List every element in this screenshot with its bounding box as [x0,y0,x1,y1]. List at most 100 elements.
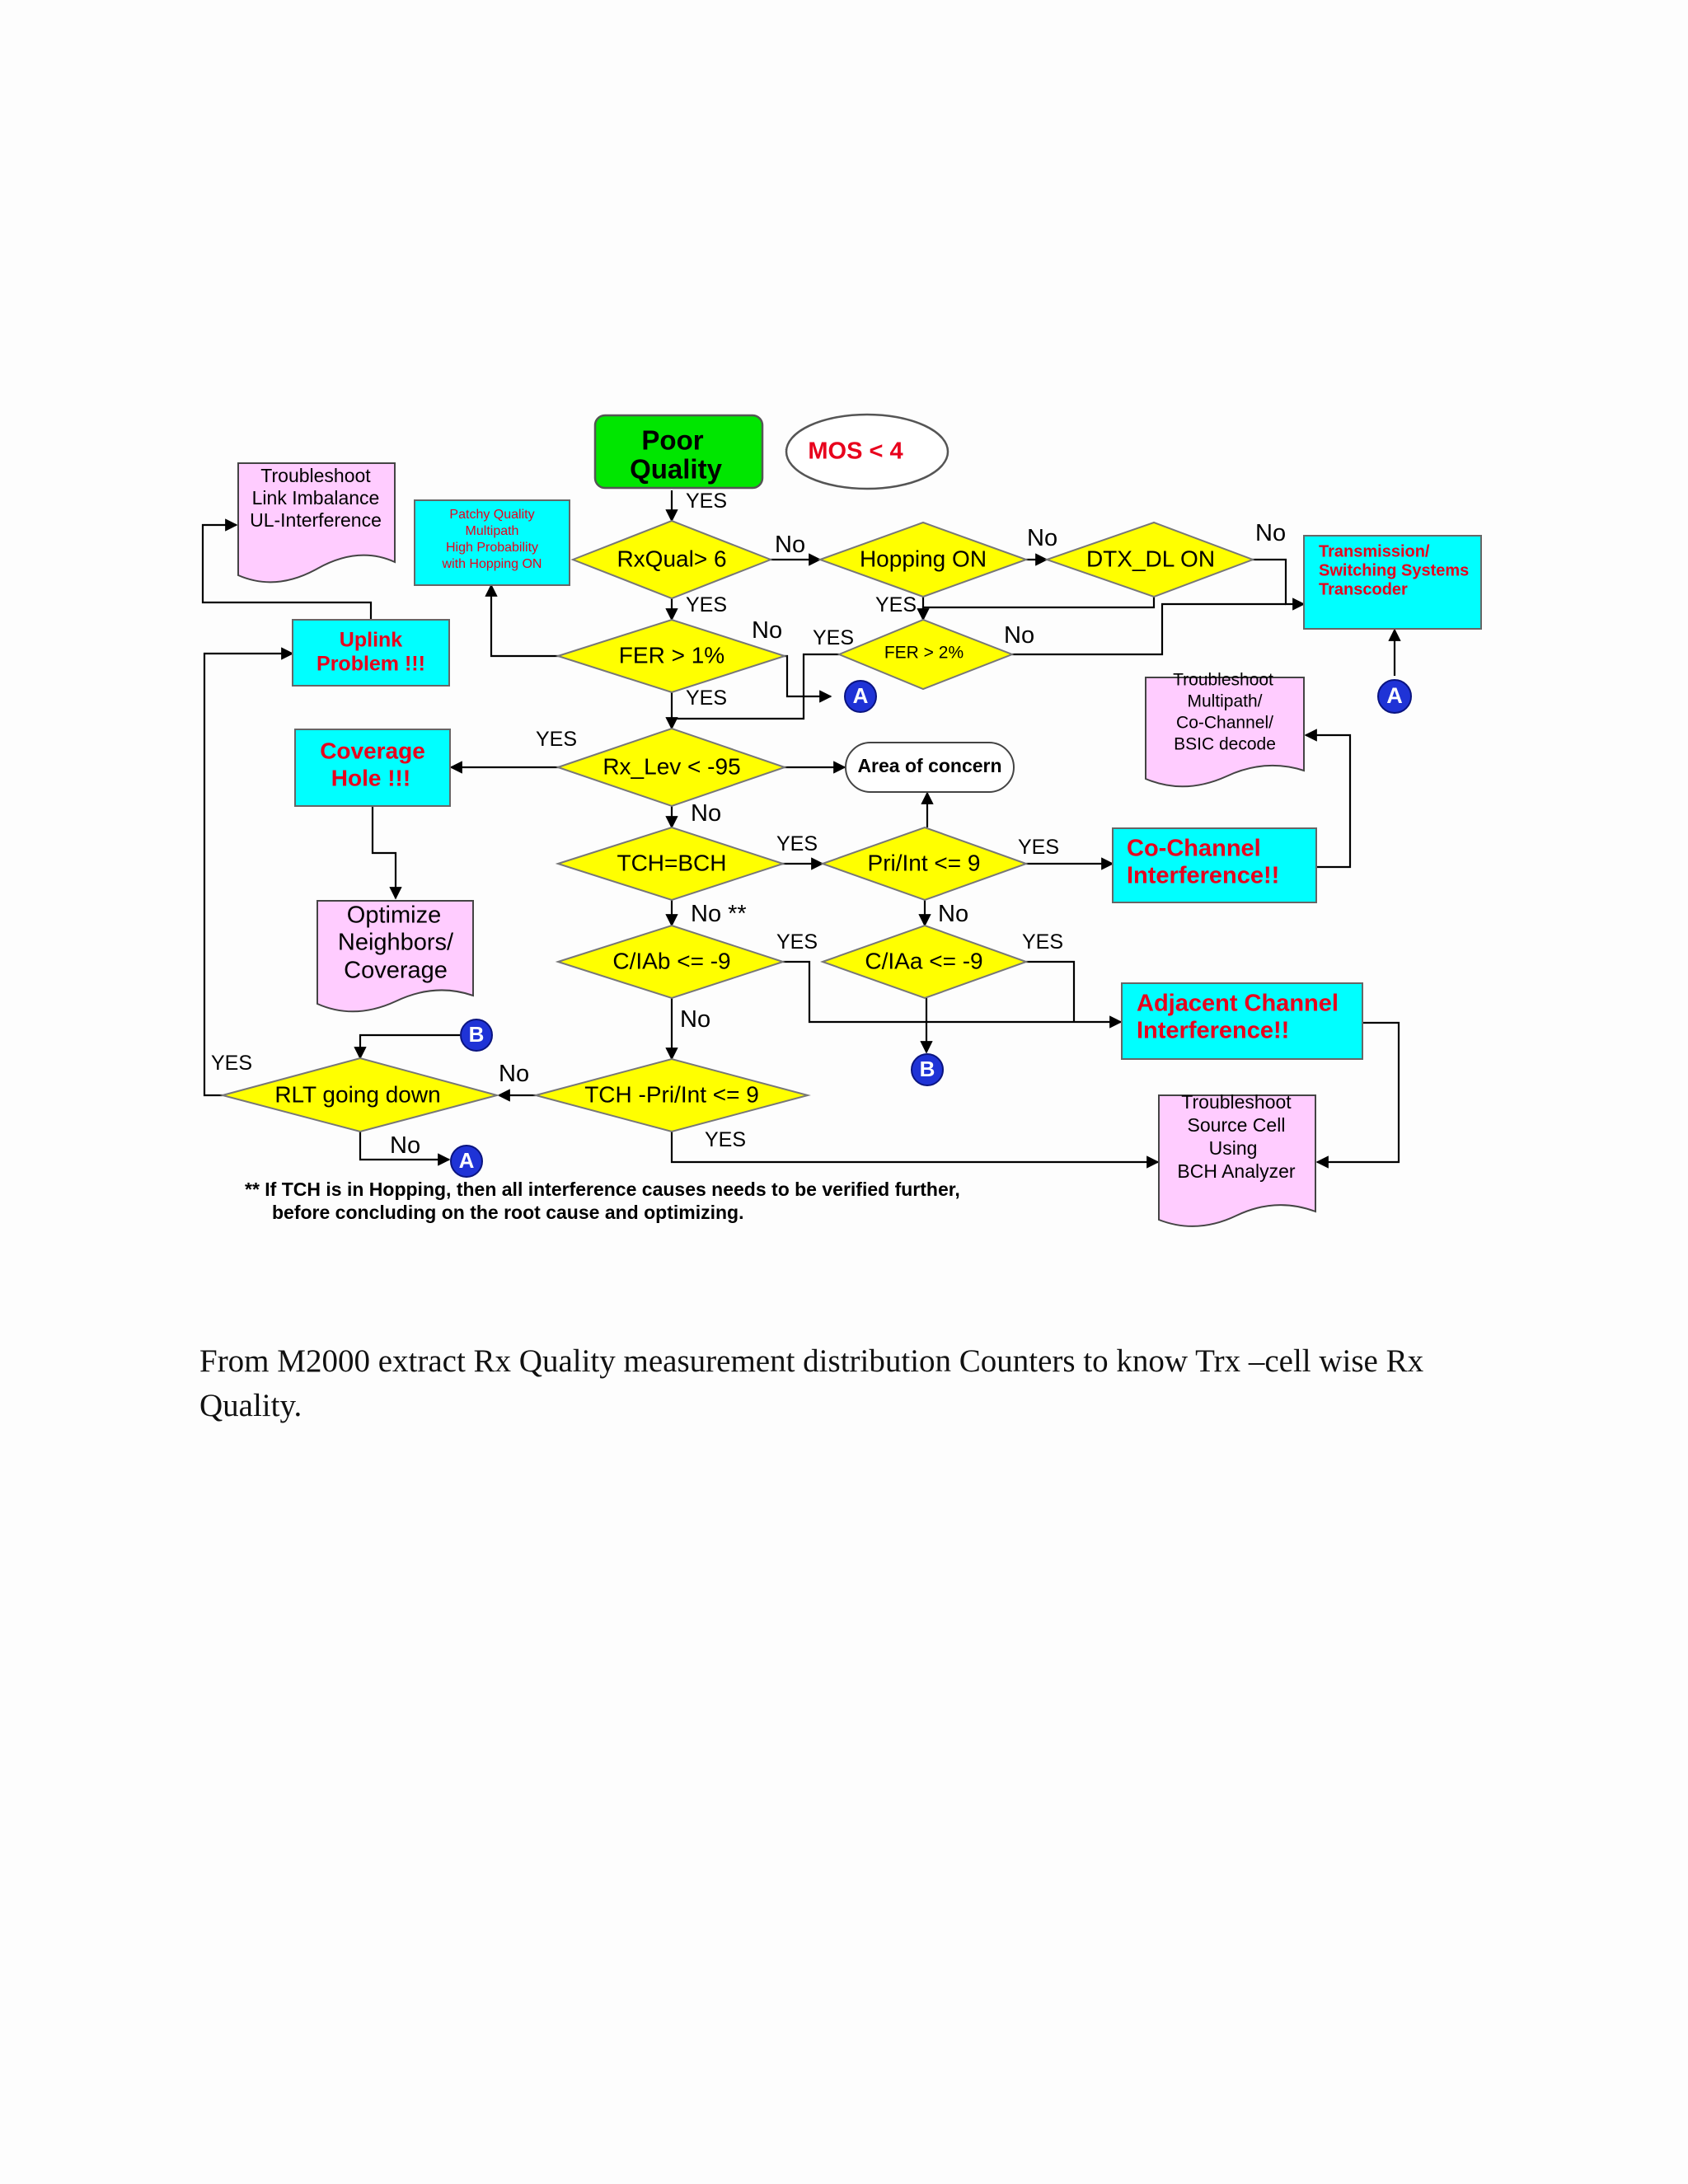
decision-fer-1: FER > 1% [555,618,788,694]
label-no-rxqual: No [775,532,805,558]
edge-rlt-to-connector-a [359,1132,451,1166]
label-yes-hopping: YES [875,593,917,616]
uplink-line-2: Problem !!! [316,653,425,676]
doc-optimize-neighbors: Optimize Neighbors/ Coverage [316,900,474,1013]
multipath-line-1: Troubleshoot [1173,671,1273,690]
label-yes-pri-int: YES [1018,836,1059,859]
edge-fer1-to-patchy [485,583,574,658]
label-no-star-tch-bch: No ** [691,901,747,927]
label-yes-poor: YES [686,490,727,513]
multipath-line-4: BSIC decode [1174,735,1276,754]
patchy-line-4: with Hopping ON [442,557,542,571]
connector-b-ciaa: B [911,1053,944,1086]
label-yes-fer2: YES [813,626,854,649]
connector-lines [201,490,1401,1169]
transmission-line-3: Transcoder [1319,580,1408,598]
label-yes-rlt: YES [211,1052,252,1075]
link-imbalance-line-3: UL-Interference [250,509,382,531]
mos-label: MOS < 4 [808,438,903,465]
edge-dtx-to-transmission [1251,558,1306,611]
uplink-line-1: Uplink [340,629,402,652]
box-patchy-quality: Patchy Quality Multipath High Probabilit… [414,499,570,586]
transmission-line-1: Transmission/ [1319,542,1430,560]
connector-a-fer-label: A [853,683,869,708]
decision-tch-pri-int: TCH -Pri/Int <= 9 [532,1057,811,1133]
rxqual-label: RxQual> 6 [617,546,726,571]
multipath-line-2: Multipath/ [1187,692,1262,711]
connector-b-ciaa-label: B [920,1057,935,1081]
footnote: ** If TCH is in Hopping, then all interf… [245,1179,960,1223]
hopping-label: Hopping ON [860,546,987,571]
edge-ciaa-to-adjacent [1026,960,1076,1022]
start-box-poor-quality: Poor Quality [593,414,764,490]
connector-a-rlt: A [450,1145,483,1178]
connector-a-transmission-label: A [1386,683,1403,708]
box-cochannel: Co-Channel Interference!! [1112,827,1317,903]
box-transmission: Transmission/ Switching Systems Transcod… [1303,535,1482,630]
box-adjacent-channel: Adjacent Channel Interference!! [1121,982,1363,1060]
poor-quality-line-1: Poor [641,425,703,456]
label-yes-tch-bch: YES [776,832,818,855]
caption-paragraph: From M2000 extract Rx Quality measuremen… [199,1343,1424,1423]
pri-int-label: Pri/Int <= 9 [868,850,981,875]
edge-ciab-to-adjacent [783,960,1123,1029]
edge-labels: YES No No No YES YES No YES No YES YES N… [211,490,1286,1159]
area-of-concern-label: Area of concern [857,755,1001,776]
multipath-line-3: Co-Channel/ [1176,714,1273,733]
connector-b-rlt: B [460,1019,493,1052]
label-no-tch-pri: No [499,1061,529,1087]
label-no-ciab: No [680,1006,710,1033]
decision-hopping: Hopping ON [818,521,1029,598]
connector-a-transmission: A [1377,679,1412,714]
decision-ciaa: C/IAa <= -9 [820,924,1029,1000]
decision-rx-lev: Rx_Lev < -95 [555,727,788,808]
footnote-line-2: before concluding on the root cause and … [272,1202,743,1223]
connector-b-rlt-label: B [469,1022,485,1047]
label-yes-fer1: YES [686,687,727,710]
flowchart: Poor Quality MOS < 4 Uplink Problem !!! … [201,413,1482,1227]
edge-tch-pri-to-source-cell [670,1132,1160,1169]
transmission-line-2: Switching Systems [1319,561,1469,579]
label-no-fer1: No [752,617,782,644]
label-yes-ciaa: YES [1022,930,1063,954]
label-yes-ciab: YES [776,930,818,954]
connector-a-fer: A [844,680,877,713]
decision-rxqual: RxQual> 6 [570,519,773,600]
decision-ciab: C/IAb <= -9 [555,924,786,1000]
footnote-line-1: ** If TCH is in Hopping, then all interf… [245,1179,960,1200]
label-no-fer2: No [1004,622,1034,649]
patchy-line-1: Patchy Quality [449,508,534,522]
edge-cochannel-to-multipath [1304,729,1352,869]
optimize-line-1: Optimize [347,902,441,929]
label-no-pri-int: No [938,901,968,927]
label-no-rlt: No [390,1132,420,1159]
cochannel-line-1: Co-Channel [1127,836,1261,862]
decision-rlt: RLT going down [219,1057,500,1133]
edge-connector-b-to-rlt [354,1033,460,1060]
poor-quality-line-2: Quality [630,454,723,485]
dtx-label: DTX_DL ON [1086,546,1215,571]
tch-bch-label: TCH=BCH [617,850,726,875]
box-coverage-hole: Coverage Hole !!! [294,729,451,807]
tch-pri-int-label: TCH -Pri/Int <= 9 [584,1081,759,1107]
source-cell-line-4: BCH Analyzer [1177,1160,1296,1182]
fer-2-label: FER > 2% [884,644,964,663]
label-no-dtx: No [1255,520,1286,546]
optimize-line-3: Coverage [344,958,448,984]
box-uplink-problem: Uplink Problem !!! [292,619,450,687]
decision-dtx: DTX_DL ON [1043,521,1255,598]
ciab-label: C/IAb <= -9 [612,948,730,973]
fer-1-label: FER > 1% [619,642,724,668]
edge-fer2-no-to-transmission [1012,602,1286,656]
label-no-rxlev: No [691,800,721,827]
link-imbalance-line-2: Link Imbalance [252,487,380,509]
label-yes-tch-pri: YES [705,1128,746,1151]
ciaa-label: C/IAa <= -9 [865,948,982,973]
coverage-line-1: Coverage [320,738,425,763]
rlt-label: RLT going down [274,1081,440,1107]
rx-lev-label: Rx_Lev < -95 [603,753,740,779]
edge-rlt-yes-to-uplink [203,647,294,1097]
connector-a-rlt-label: A [459,1148,475,1173]
optimize-line-2: Neighbors/ [338,930,454,956]
decision-fer-2: FER > 2% [837,618,1015,691]
